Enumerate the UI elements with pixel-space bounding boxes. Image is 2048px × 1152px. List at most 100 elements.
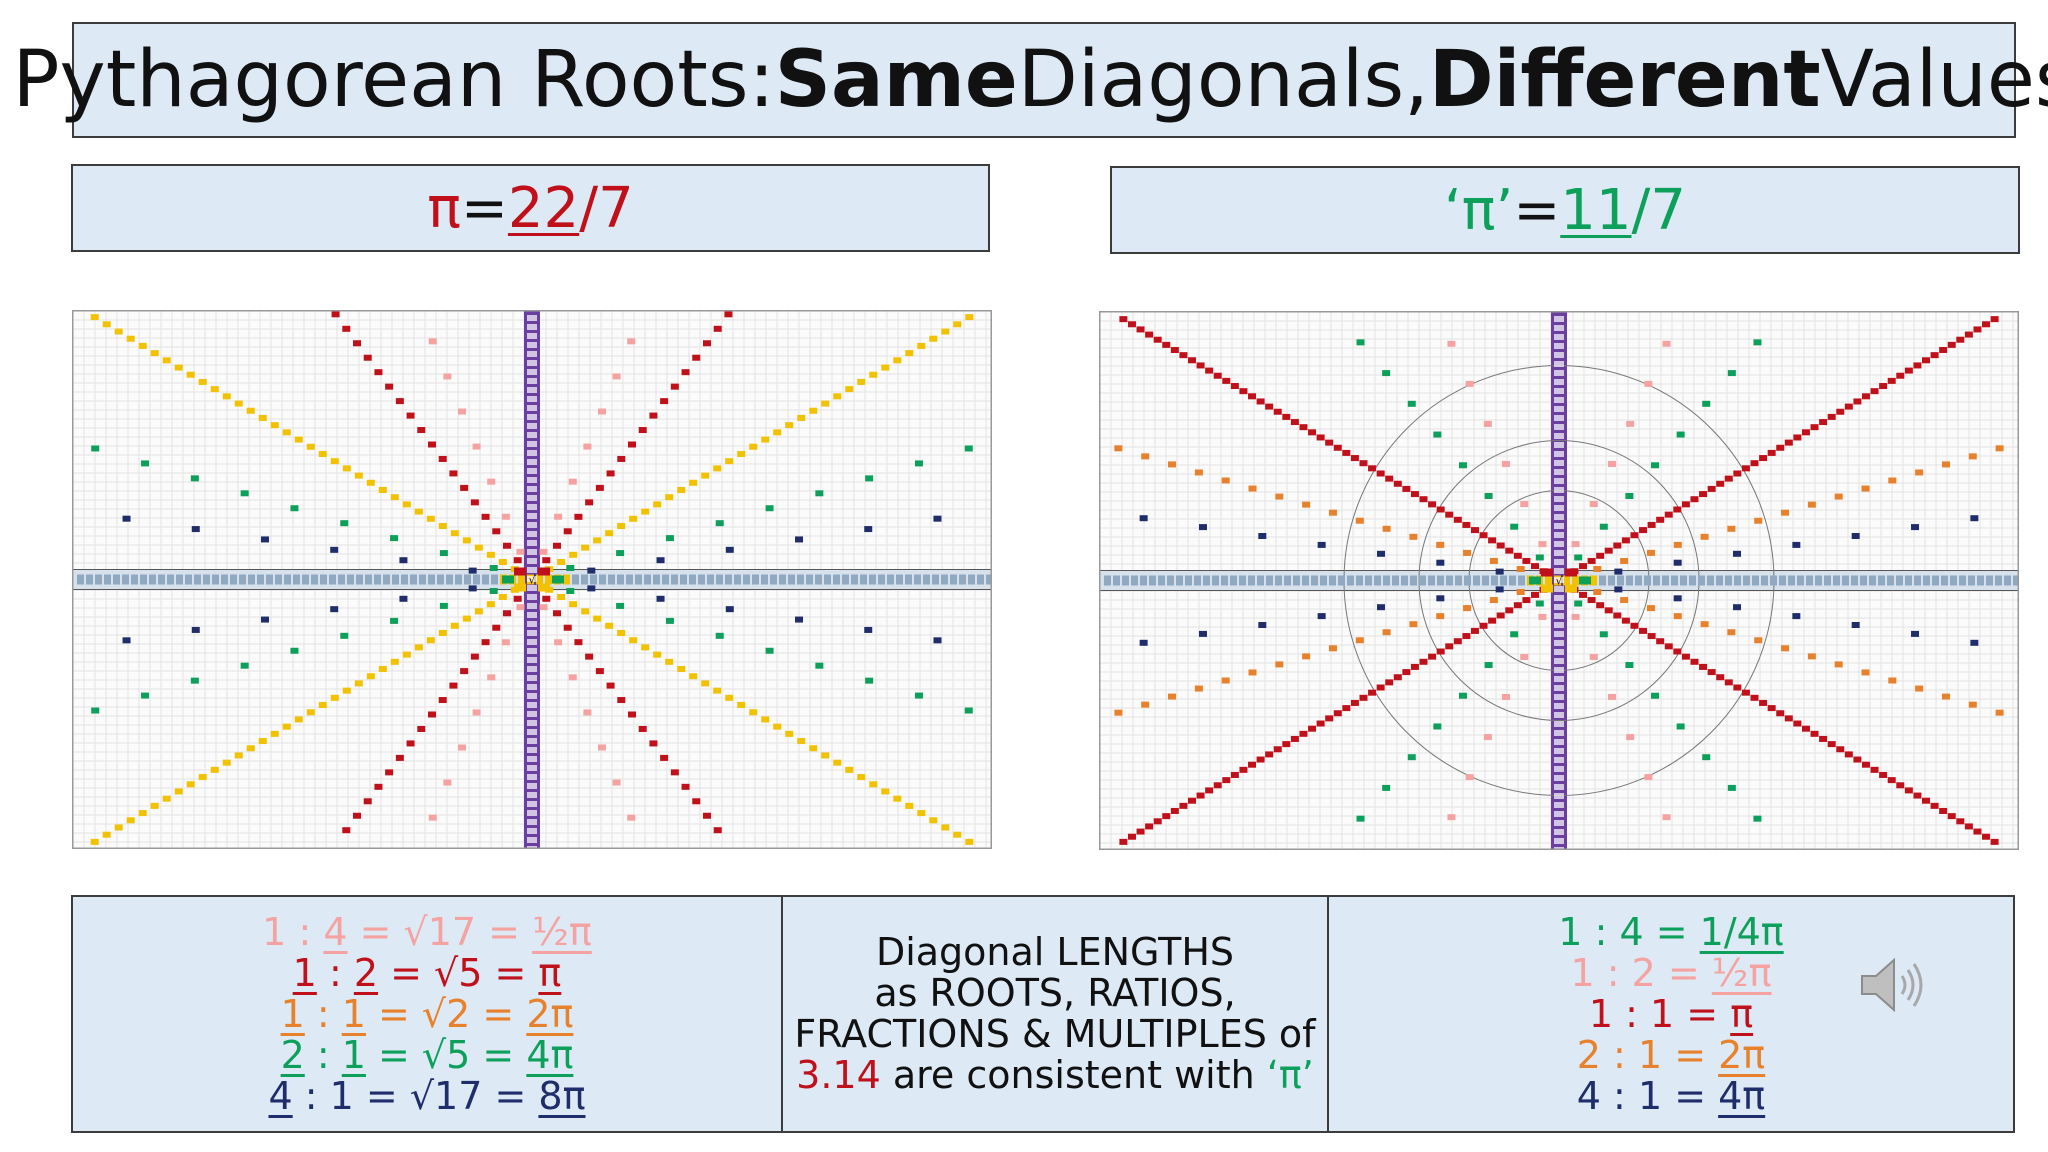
diagonal-cell	[552, 610, 561, 617]
diagonal-cell	[649, 740, 658, 747]
diagonal-cell	[1851, 622, 1860, 629]
equation-result: 2π	[526, 991, 574, 1036]
diagonal-cell	[917, 342, 926, 349]
diagonal-cell	[1733, 684, 1742, 691]
diagonal-cell	[809, 407, 818, 414]
axis-cell	[1554, 523, 1564, 529]
axis-cell	[1806, 575, 1813, 586]
diagonal-cell	[1230, 383, 1239, 390]
diagonal-cell	[749, 443, 758, 450]
center-cell	[514, 583, 526, 592]
slash: /	[579, 175, 599, 241]
diagonal-cell	[1516, 566, 1525, 573]
axis-cell	[1554, 703, 1564, 709]
diagonal-cell	[1187, 797, 1196, 804]
diagonal-cell	[417, 427, 426, 434]
diagonal-cell	[1614, 586, 1623, 593]
diagonal-cell	[1700, 621, 1709, 628]
diagonal-cell	[1317, 541, 1326, 548]
diagonal-cell	[1593, 588, 1602, 595]
equation-line: 4 : 1 = 4π	[1558, 1075, 1783, 1117]
diagonal-cell	[598, 744, 606, 751]
diagonal-cell	[1819, 735, 1828, 742]
diagonal-cell	[1970, 515, 1979, 522]
diagonal-cell	[1119, 838, 1128, 845]
axis-cell	[527, 666, 537, 672]
diagonal-cell	[1861, 393, 1870, 400]
diagonal-cell	[1447, 340, 1456, 347]
title-part2: Diagonals,	[1017, 35, 1429, 125]
axis-cell	[527, 468, 537, 474]
diagonal-cell	[1939, 347, 1948, 354]
diagonal-cell	[574, 639, 583, 646]
diagonal-cell	[1853, 398, 1862, 405]
axis-cell	[527, 702, 537, 708]
axis-cell	[1554, 406, 1564, 412]
diagonal-cell	[1754, 517, 1763, 524]
axis-cell	[671, 574, 678, 585]
diagonal-cell	[569, 551, 578, 558]
diagonal-cell	[929, 335, 938, 342]
diagonal-ray-navy	[122, 515, 942, 644]
diagonal-cell	[306, 709, 315, 716]
diagonal-cell	[893, 357, 902, 364]
axis-cell	[1194, 575, 1201, 586]
diagonal-cell	[653, 651, 662, 658]
diagonal-cell	[516, 604, 525, 611]
diagonal-cell	[598, 408, 606, 415]
diagonal-cell	[1834, 493, 1843, 500]
diagonal-cell	[1136, 828, 1145, 835]
diagonal-cell	[641, 644, 650, 651]
diagonal-cell	[821, 400, 830, 407]
axis-cell	[2004, 575, 2011, 586]
equation-result: 1/4π	[1699, 909, 1784, 954]
axis-cell	[1518, 575, 1525, 586]
diagonal-cell	[725, 458, 734, 465]
diagonal-cell	[240, 662, 249, 669]
diagonal-cell	[90, 838, 99, 845]
diagonal-cell	[1382, 525, 1391, 532]
diagonal-cell	[797, 414, 806, 421]
axis-cell	[887, 574, 894, 585]
axis-cell	[239, 574, 246, 585]
diagonal-cell	[964, 707, 973, 714]
axis-cell	[527, 630, 537, 636]
diagonal-cell	[1673, 559, 1682, 566]
diagonal-cell	[90, 314, 99, 321]
diagonal-ray-orange	[1114, 445, 2004, 716]
left-diagonal-grid: √	[72, 310, 992, 849]
diagonal-cell	[486, 551, 495, 558]
axis-cell	[932, 574, 939, 585]
diagonal-cell	[765, 505, 774, 512]
axis-cell	[221, 574, 228, 585]
diagonal-cell	[1273, 746, 1282, 753]
diagonal-cell	[1530, 563, 1539, 570]
axis-cell	[527, 441, 537, 447]
diagonal-cell	[1402, 485, 1411, 492]
diagonal-cell	[1759, 699, 1768, 706]
diagonal-cell	[390, 494, 399, 501]
axis-cell	[455, 574, 462, 585]
diagonal-cell	[1290, 735, 1299, 742]
diagonal-cell	[1596, 552, 1605, 559]
diagonal-cell	[1282, 741, 1291, 748]
diagonal-cell	[1139, 515, 1148, 522]
diagonal-cell	[399, 557, 408, 564]
diagonal-cell	[1355, 637, 1364, 644]
diagonal-cell	[929, 817, 938, 824]
diagonal-cell	[1407, 400, 1416, 407]
axis-cell	[1896, 575, 1903, 586]
diagonal-cell	[468, 585, 477, 592]
diagonal-cell	[498, 593, 507, 600]
title-bold-same: Same	[774, 35, 1018, 125]
diagonal-cell	[865, 475, 874, 482]
axis-cell	[527, 477, 537, 483]
speaker-icon[interactable]	[1856, 950, 1926, 1020]
axis-cell	[1554, 496, 1564, 502]
ratio-a: 1	[280, 991, 305, 1036]
diagonal-cell	[1376, 550, 1385, 557]
axis-cell	[473, 574, 480, 585]
axis-cell	[1554, 640, 1564, 646]
diagonal-cell	[539, 548, 548, 555]
equals-sign: =	[1513, 177, 1561, 243]
